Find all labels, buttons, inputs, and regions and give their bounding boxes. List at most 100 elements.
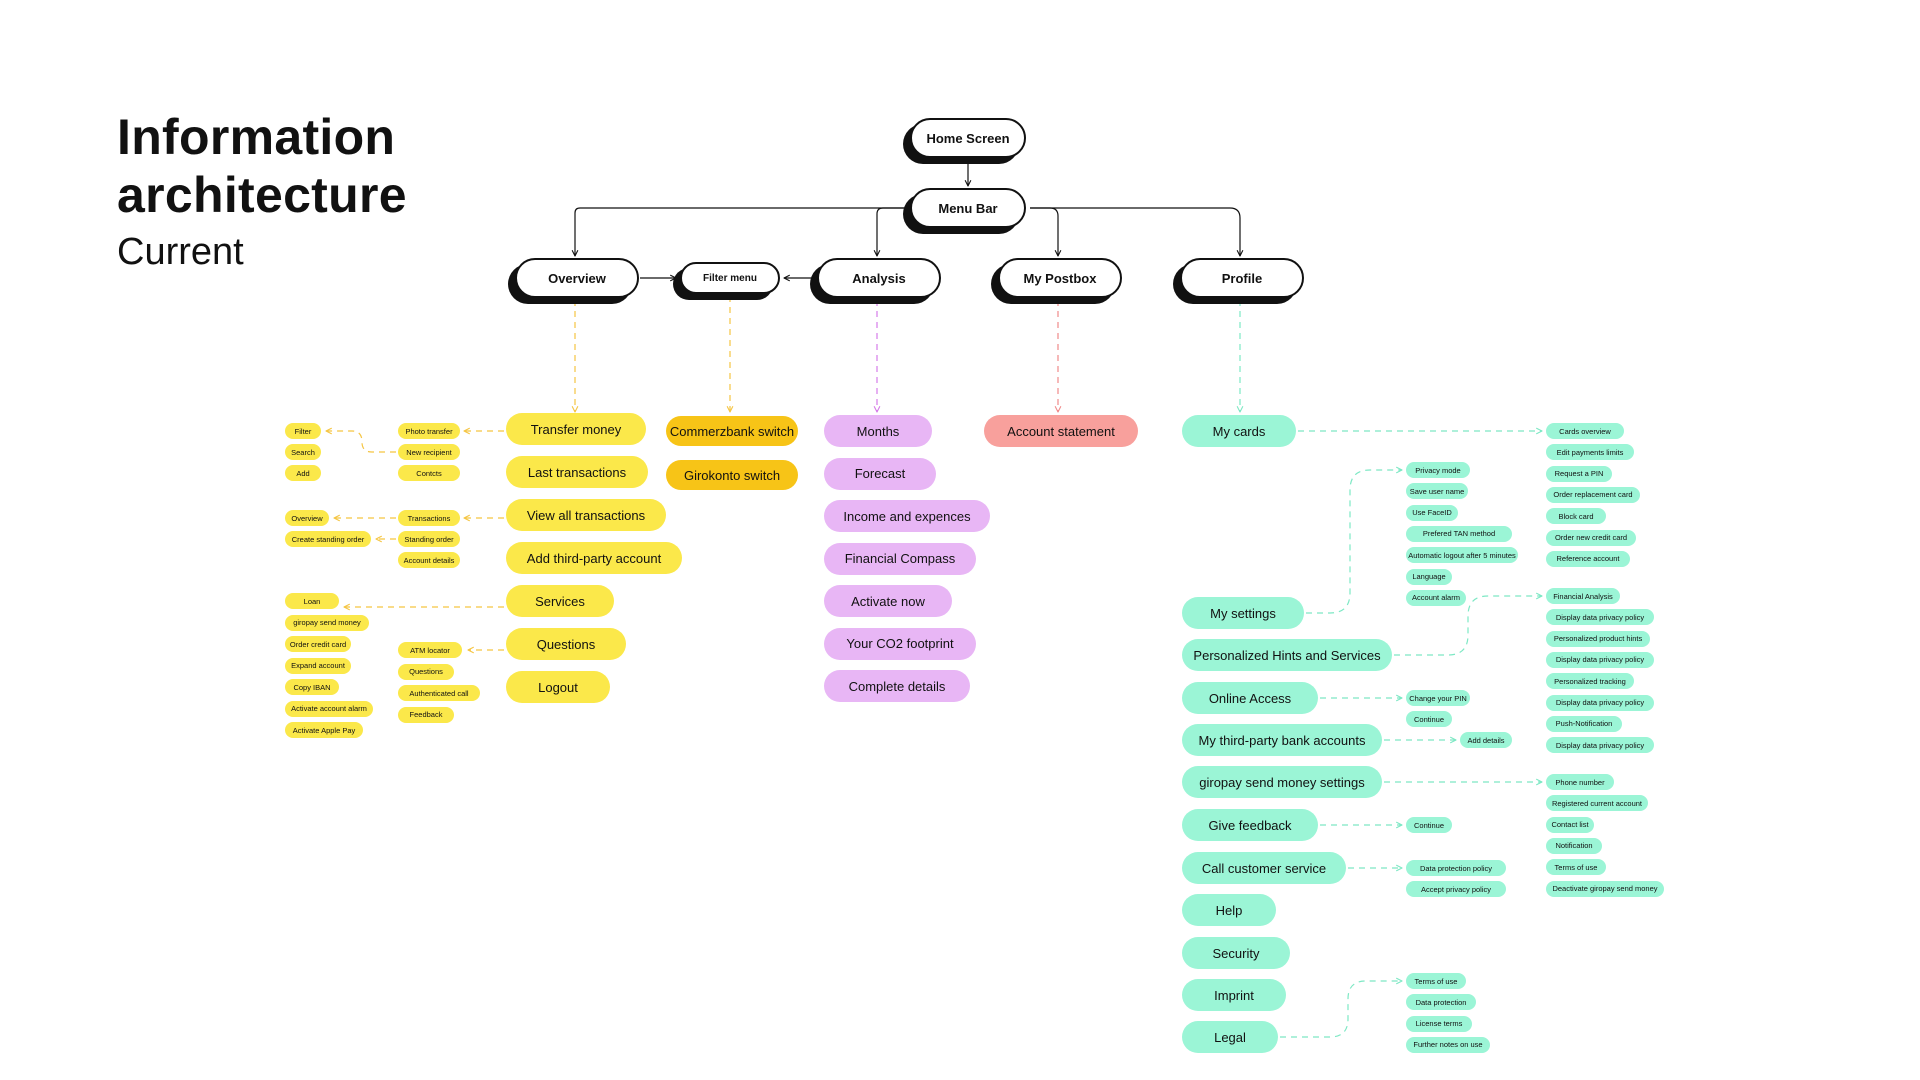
- cards-child-cards-overview-0: Cards overview: [1546, 423, 1624, 439]
- feedback-child-continue-0: Continue: [1406, 817, 1452, 833]
- cards-child-request-a-pin-2: Request a PIN: [1546, 465, 1612, 482]
- overview-item-services: Services: [506, 585, 614, 617]
- link-menu-profile: [1030, 207, 1240, 256]
- analysis-item-your-co2-footprint: Your CO2 footprint: [824, 627, 976, 660]
- link-menu-postbox: [1030, 207, 1058, 256]
- services-child-giropay-send-money: giropay send money: [285, 614, 369, 631]
- services-child-activate-account-alarm: Activate account alarm: [285, 700, 373, 717]
- overview-item-logout: Logout: [506, 671, 610, 703]
- hints-child-push-notification-6: Push-Notification: [1546, 715, 1622, 732]
- page-title: Information architecture: [117, 108, 407, 224]
- giropay-child-notification-3: Notification: [1546, 837, 1602, 854]
- analysis-item-activate-now: Activate now: [824, 585, 952, 617]
- profile-item-my-third-party-bank-accounts: My third-party bank accounts: [1182, 724, 1382, 756]
- profile-item-imprint: Imprint: [1182, 979, 1286, 1011]
- giropay-child-phone-number-0: Phone number: [1546, 774, 1614, 790]
- hints-child-display-data-privacy-policy-3: Display data privacy policy: [1546, 651, 1654, 668]
- link-legal-children: [1280, 981, 1402, 1038]
- nav-analysis-node: Analysis: [817, 258, 941, 298]
- analysis-item-complete-details: Complete details: [824, 670, 970, 702]
- services-child-expand-account: Expand account: [285, 657, 351, 674]
- profile-item-personalized-hints-and-services: Personalized Hints and Services: [1182, 639, 1392, 671]
- overview-item-questions: Questions: [506, 628, 626, 660]
- cards-child-order-new-credit-card-5: Order new credit card: [1546, 529, 1636, 546]
- legal-child-license-terms-2: License terms: [1406, 1015, 1472, 1032]
- settings-child-account-alarm-6: Account alarm: [1406, 589, 1466, 606]
- questions-child-feedback: Feedback: [398, 706, 454, 723]
- transactions-child-create-standing-order: Create standing order: [285, 531, 371, 547]
- call-child-data-protection-policy-0: Data protection policy: [1406, 860, 1506, 876]
- overview-item-add-third-party-account: Add third-party account: [506, 542, 682, 574]
- transfer-child-new-recipient: New recipient: [398, 444, 460, 460]
- giropay-child-contact-list-2: Contact list: [1546, 816, 1594, 833]
- hints-child-personalized-tracking-4: Personalized tracking: [1546, 673, 1634, 690]
- page-subtitle: Current: [117, 231, 244, 273]
- call-child-accept-privacy-policy-1: Accept privacy policy: [1406, 881, 1506, 898]
- overview-item-view-all-transactions: View all transactions: [506, 499, 666, 531]
- profile-item-my-cards: My cards: [1182, 415, 1296, 447]
- cards-child-edit-payments-limits-1: Edit payments limits: [1546, 444, 1634, 461]
- legal-child-terms-of-use-0: Terms of use: [1406, 973, 1466, 989]
- nav-filter-menu-node: Filter menu: [680, 262, 780, 294]
- nav-postbox-node: My Postbox: [998, 258, 1122, 298]
- hints-child-financial-analysis-0: Financial Analysis: [1546, 588, 1620, 604]
- settings-child-language-5: Language: [1406, 568, 1452, 585]
- recipient-child-filter: Filter: [285, 423, 321, 439]
- transactions-child-overview: Overview: [285, 510, 329, 526]
- analysis-item-financial-compass: Financial Compass: [824, 542, 976, 575]
- profile-item-call-customer-service: Call customer service: [1182, 852, 1346, 884]
- overview-item-transfer-money: Transfer money: [506, 413, 646, 445]
- home-screen-node: Home Screen: [910, 118, 1026, 158]
- profile-item-legal: Legal: [1182, 1021, 1278, 1053]
- services-child-copy-iban: Copy IBAN: [285, 679, 339, 695]
- profile-item-security: Security: [1182, 937, 1290, 969]
- settings-child-save-user-name-1: Save user name: [1406, 483, 1468, 500]
- overview-item-last-transactions: Last transactions: [506, 456, 648, 488]
- link-menu-overview: [575, 207, 908, 256]
- legal-child-further-notes-on-use-3: Further notes on use: [1406, 1036, 1490, 1053]
- profile-item-give-feedback: Give feedback: [1182, 809, 1318, 841]
- questions-child-atm-locator: ATM locator: [398, 642, 462, 658]
- view-child-transactions: Transactions: [398, 510, 460, 526]
- title-line-1: Information: [117, 109, 396, 165]
- legal-child-data-protection-1: Data protection: [1406, 994, 1476, 1011]
- view-child-account-details: Account details: [398, 552, 460, 568]
- link-menu-analysis: [877, 207, 908, 256]
- menu-bar-node: Menu Bar: [910, 188, 1026, 228]
- questions-child-questions: Questions: [398, 663, 454, 680]
- hints-child-display-data-privacy-policy-5: Display data privacy policy: [1546, 694, 1654, 711]
- link-recipient-children: [326, 431, 396, 453]
- settings-child-use-faceid-2: Use FaceID: [1406, 504, 1458, 521]
- thirdparty-child-add-details-0: Add details: [1460, 732, 1512, 748]
- analysis-item-income-and-expences: Income and expences: [824, 500, 990, 532]
- cards-child-block-card-4: Block card: [1546, 508, 1606, 525]
- profile-item-my-settings: My settings: [1182, 597, 1304, 629]
- nav-profile-node: Profile: [1180, 258, 1304, 298]
- hints-child-personalized-product-hints-2: Personalized product hints: [1546, 630, 1650, 647]
- giropay-child-registered-current-account-1: Registered current account: [1546, 795, 1648, 812]
- view-child-standing-order: Standing order: [398, 531, 460, 547]
- settings-child-privacy-mode-0: Privacy mode: [1406, 462, 1470, 478]
- online-child-change-your-pin-0: Change your PIN: [1406, 690, 1470, 706]
- cards-child-order-replacement-card-3: Order replacement card: [1546, 486, 1640, 503]
- profile-item-online-access: Online Access: [1182, 682, 1318, 714]
- services-child-activate-apple-pay: Activate Apple Pay: [285, 722, 363, 738]
- profile-item-help: Help: [1182, 894, 1276, 926]
- filter-item-girokonto-switch: Girokonto switch: [666, 460, 798, 490]
- link-settings-children: [1306, 470, 1402, 614]
- transfer-child-photo-transfer: Photo transfer: [398, 423, 460, 439]
- giropay-child-terms-of-use-4: Terms of use: [1546, 859, 1606, 876]
- profile-item-giropay-send-money-settings: giropay send money settings: [1182, 766, 1382, 798]
- recipient-child-search: Search: [285, 444, 321, 460]
- settings-child-prefered-tan-method-3: Prefered TAN method: [1406, 525, 1512, 542]
- analysis-item-months: Months: [824, 415, 932, 447]
- online-child-continue-1: Continue: [1406, 711, 1452, 728]
- postbox-item-account-statement: Account statement: [984, 415, 1138, 447]
- settings-child-automatic-logout-after-5-minutes-4: Automatic logout after 5 minutes: [1406, 547, 1518, 564]
- giropay-child-deactivate-giropay-send-money-5: Deactivate giropay send money: [1546, 880, 1664, 897]
- cards-child-reference-account-6: Reference account: [1546, 550, 1630, 567]
- hints-child-display-data-privacy-policy-1: Display data privacy policy: [1546, 609, 1654, 626]
- questions-child-authenticated-call: Authenticated call: [398, 685, 480, 701]
